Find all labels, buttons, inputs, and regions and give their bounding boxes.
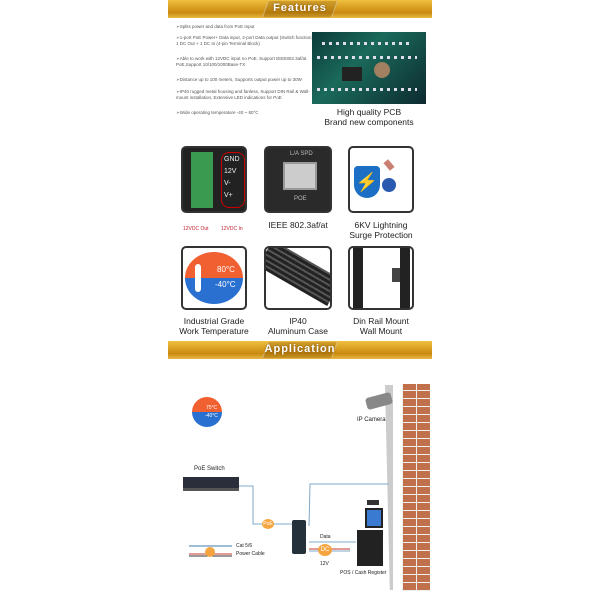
application-title: Application xyxy=(264,343,336,355)
pos-label: POS / Cash Register xyxy=(340,570,387,576)
legend-power: Power Cable xyxy=(236,551,265,557)
feature-item: ➢Wide operating temperature -40 ~ 80°C xyxy=(176,110,259,115)
legend-cat: Cat 5/6 xyxy=(236,543,253,549)
pcb-image xyxy=(312,32,426,104)
temperature-icon: 75°C -40°C xyxy=(192,397,222,427)
legend-power-marker xyxy=(205,547,215,557)
poe-splitter-icon xyxy=(292,520,306,554)
data-label: Data xyxy=(320,534,331,540)
rj45-port-image: L/A SPD POE xyxy=(264,146,332,213)
feature-item: ➢Able to work with 12VDC input no PoE, S… xyxy=(176,56,307,67)
note-12vdc-in: 12VDC In xyxy=(221,226,243,232)
poe-badge: PoE xyxy=(262,519,274,529)
din-rail-image xyxy=(348,246,414,310)
aluminum-case-image xyxy=(264,246,332,310)
brick-wall xyxy=(402,384,430,591)
features-title: Features xyxy=(273,2,327,14)
temperature-image: 80°C -40°C xyxy=(181,246,247,310)
rj45-caption: IEEE 802.3af/at xyxy=(268,220,328,230)
note-12vdc-out: 12VDC Out xyxy=(183,226,209,232)
feature-item: ➢Distance up to 100 meters, Supports out… xyxy=(176,77,302,82)
dc-badge: DC xyxy=(318,544,332,556)
feature-item: ➢IP40 rugged metal housing and fanless, … xyxy=(176,89,310,100)
voltage-label: 12V xyxy=(320,561,329,567)
ip-camera-label: IP Camera xyxy=(357,417,386,423)
thermometer-icon xyxy=(195,264,201,292)
pos-register-icon xyxy=(357,500,385,568)
feature-item: ➢Splits power and data from PoE Input xyxy=(176,24,255,29)
lightning-image: ⚡ xyxy=(348,146,414,213)
poe-switch-icon xyxy=(183,477,239,491)
application-header: Application xyxy=(168,341,432,359)
poe-switch-label: PoE Switch xyxy=(194,466,225,472)
feature-item: ➢1-port PoE Power+ Data input, 2-port Da… xyxy=(176,35,315,46)
lightning-icon: ⚡ xyxy=(354,166,380,198)
features-header: Features xyxy=(168,0,432,18)
wall-side xyxy=(385,385,393,590)
